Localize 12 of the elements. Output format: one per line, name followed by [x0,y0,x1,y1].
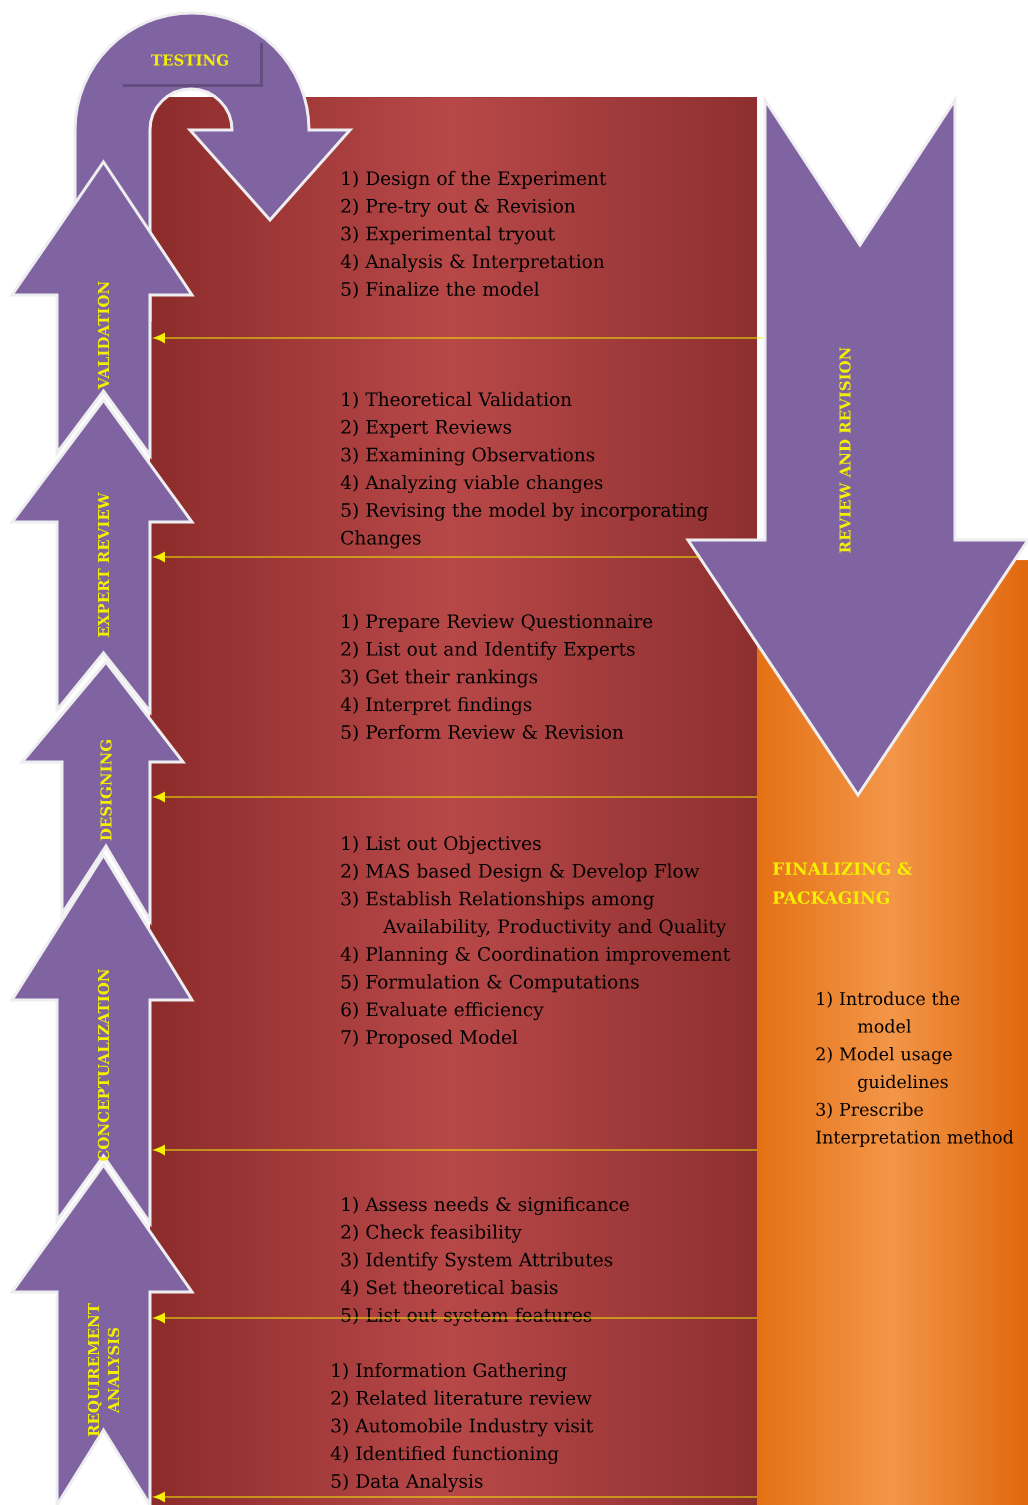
arrow [153,1313,758,1323]
heading: FINALIZING & PACKAGING [773,862,912,905]
step-list: 1) List out Objectives 2) MAS based Design & Develop Flow 3) Establish Relationships among Availability, Productivity and Quality 4) Planning & Coordination improvement 5) Formulation & Computations 6) Evaluate efficiency 7) Proposed Model [340,835,730,1048]
step-list: 1) Introduce the model 2) Model usage guidelines 3) Prescribe Interpretation method [816,991,1014,1148]
arrow [153,333,764,343]
arrow [153,1145,758,1155]
step-list: 1) Information Gathering 2) Related literature review 3) Automobile Industry visit 4) Identified functioning 5) Data Analysis [330,1362,594,1492]
step-list: 1) Prepare Review Questionnaire 2) List out and Identify Experts 3) Get their rankings 4) Interpret findings 5) Perform Review & Revision [340,613,653,742]
step-list: 1) Assess needs & significance 2) Check feasibility 3) Identify System Attributes 4) Set theoretical basis 5) List out system features [340,1196,629,1326]
arrow [153,792,758,802]
arrow [153,552,701,562]
arrow [153,1492,758,1502]
